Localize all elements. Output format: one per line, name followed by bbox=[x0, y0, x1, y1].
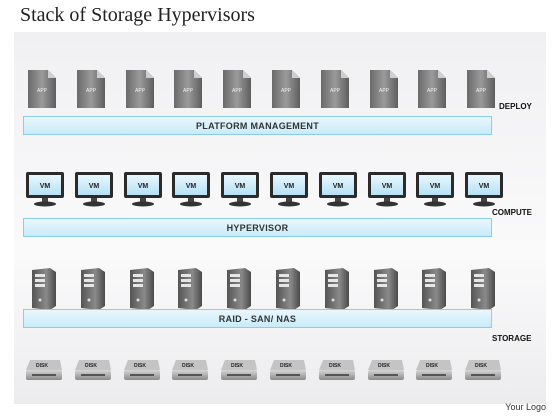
server-tower-icon bbox=[324, 268, 349, 310]
server-row bbox=[0, 266, 560, 316]
svg-text:DISK: DISK bbox=[182, 363, 194, 369]
svg-text:DISK: DISK bbox=[378, 363, 390, 369]
svg-text:VM: VM bbox=[381, 183, 392, 190]
disk-drive-icon: DISK bbox=[221, 360, 258, 380]
svg-text:APP: APP bbox=[183, 88, 194, 94]
svg-text:DISK: DISK bbox=[280, 363, 292, 369]
disk-drive-icon: DISK bbox=[74, 360, 111, 380]
svg-text:VM: VM bbox=[89, 183, 100, 190]
server-tower-icon bbox=[178, 268, 203, 310]
compute-label: COMPUTE bbox=[492, 208, 532, 217]
slide-title: Stack of Storage Hypervisors bbox=[20, 4, 255, 26]
server-tower-icon bbox=[80, 268, 105, 310]
app-document-icon: APP bbox=[320, 70, 349, 108]
svg-text:VM: VM bbox=[333, 183, 344, 190]
disk-drive-icon: DISK bbox=[270, 360, 306, 380]
svg-text:APP: APP bbox=[379, 88, 390, 94]
storage-label: STORAGE bbox=[492, 334, 532, 343]
app-document-icon: APP bbox=[272, 70, 300, 108]
svg-text:APP: APP bbox=[37, 88, 48, 94]
vm-monitor-icon: VM bbox=[172, 172, 211, 207]
svg-text:DISK: DISK bbox=[231, 363, 243, 369]
app-document-icon: APP bbox=[28, 70, 56, 108]
svg-text:DISK: DISK bbox=[85, 363, 97, 369]
disk-drive-icon: DISK bbox=[318, 360, 355, 380]
vm-monitor-icon: VM bbox=[318, 172, 357, 207]
vm-monitor-icon: VM bbox=[123, 172, 162, 207]
svg-text:VM: VM bbox=[186, 183, 197, 190]
vm-monitor-icon: VM bbox=[26, 172, 64, 207]
svg-text:APP: APP bbox=[232, 88, 243, 94]
vm-monitor-icon: VM bbox=[367, 172, 406, 207]
server-tower-icon bbox=[471, 268, 496, 310]
deploy-label: DEPLOY bbox=[499, 102, 532, 111]
svg-text:VM: VM bbox=[235, 183, 246, 190]
app-row: APP APP APP APP APP bbox=[0, 66, 560, 116]
disk-drive-icon: DISK bbox=[416, 360, 453, 380]
svg-text:APP: APP bbox=[330, 88, 341, 94]
disk-drive-icon: DISK bbox=[367, 360, 404, 380]
svg-text:VM: VM bbox=[479, 183, 490, 190]
raid-san-nas-bar: RAID - SAN/ NAS bbox=[23, 309, 492, 328]
svg-text:DISK: DISK bbox=[426, 363, 438, 369]
svg-text:VM: VM bbox=[284, 183, 295, 190]
server-tower-icon bbox=[32, 268, 56, 310]
svg-text:APP: APP bbox=[135, 88, 146, 94]
disk-drive-icon: DISK bbox=[123, 360, 160, 380]
vm-monitor-icon: VM bbox=[221, 172, 260, 207]
svg-text:VM: VM bbox=[137, 183, 148, 190]
server-tower-icon bbox=[227, 268, 252, 310]
svg-text:DISK: DISK bbox=[36, 363, 48, 369]
svg-text:DISK: DISK bbox=[475, 363, 487, 369]
vm-monitor-icon: VM bbox=[465, 172, 504, 207]
svg-text:APP: APP bbox=[427, 88, 438, 94]
svg-text:APP: APP bbox=[281, 88, 292, 94]
app-document-icon: APP bbox=[76, 70, 105, 108]
disk-drive-icon: DISK bbox=[465, 360, 502, 380]
server-tower-icon bbox=[422, 268, 447, 310]
svg-text:DISK: DISK bbox=[134, 363, 146, 369]
server-tower-icon bbox=[373, 268, 398, 310]
server-tower-icon bbox=[276, 268, 300, 310]
svg-text:VM: VM bbox=[40, 183, 51, 190]
app-document-icon: APP bbox=[418, 70, 447, 108]
vm-row: VM VM VM VM VM bbox=[0, 166, 560, 216]
svg-text:DISK: DISK bbox=[329, 363, 341, 369]
vm-monitor-icon: VM bbox=[416, 172, 455, 207]
disk-drive-icon: DISK bbox=[26, 360, 62, 380]
vm-monitor-icon: VM bbox=[270, 172, 308, 207]
hypervisor-bar: HYPERVISOR bbox=[23, 218, 492, 237]
vm-monitor-icon: VM bbox=[74, 172, 113, 207]
app-document-icon: APP bbox=[174, 70, 203, 108]
app-document-icon: APP bbox=[223, 70, 252, 108]
svg-text:VM: VM bbox=[430, 183, 441, 190]
disk-drive-icon: DISK bbox=[172, 360, 209, 380]
app-document-icon: APP bbox=[369, 70, 398, 108]
logo-placeholder: Your Logo bbox=[505, 402, 546, 412]
platform-management-bar: PLATFORM MANAGEMENT bbox=[23, 116, 492, 135]
svg-text:APP: APP bbox=[476, 88, 487, 94]
svg-text:APP: APP bbox=[86, 88, 97, 94]
server-tower-icon bbox=[129, 268, 154, 310]
app-document-icon: APP bbox=[467, 70, 496, 108]
app-document-icon: APP bbox=[125, 70, 154, 108]
disk-row: DISK DISK DISK DISK bbox=[0, 356, 560, 406]
